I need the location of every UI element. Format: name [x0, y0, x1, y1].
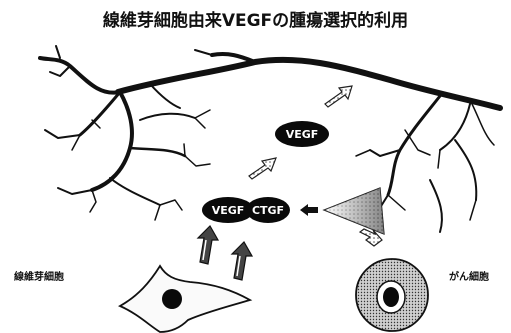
arrow-to-vessel	[325, 86, 352, 107]
arrow-to-top-vegf	[249, 158, 276, 179]
arrow-fibroblast-up-left	[198, 226, 218, 264]
fibroblast-label: 線維芽細胞	[14, 268, 64, 283]
cancer-cell	[356, 259, 428, 331]
fibroblast-nucleus	[162, 289, 182, 309]
fibroblast-cell	[120, 266, 250, 332]
ctgf-label: CTGF	[252, 204, 284, 217]
vegf-node-top: VEGF	[275, 121, 329, 147]
signal-arrow-left	[300, 204, 318, 216]
arrow-fibroblast-up-right	[232, 242, 252, 280]
cone-signal-icon	[324, 188, 384, 234]
cancer-nucleus	[383, 287, 399, 307]
vegf-bottom-label: VEGF	[212, 204, 245, 217]
vegf-top-label: VEGF	[286, 128, 319, 141]
cancer-cell-label: がん細胞	[449, 268, 489, 283]
ctgf-node: CTGF	[246, 197, 290, 223]
